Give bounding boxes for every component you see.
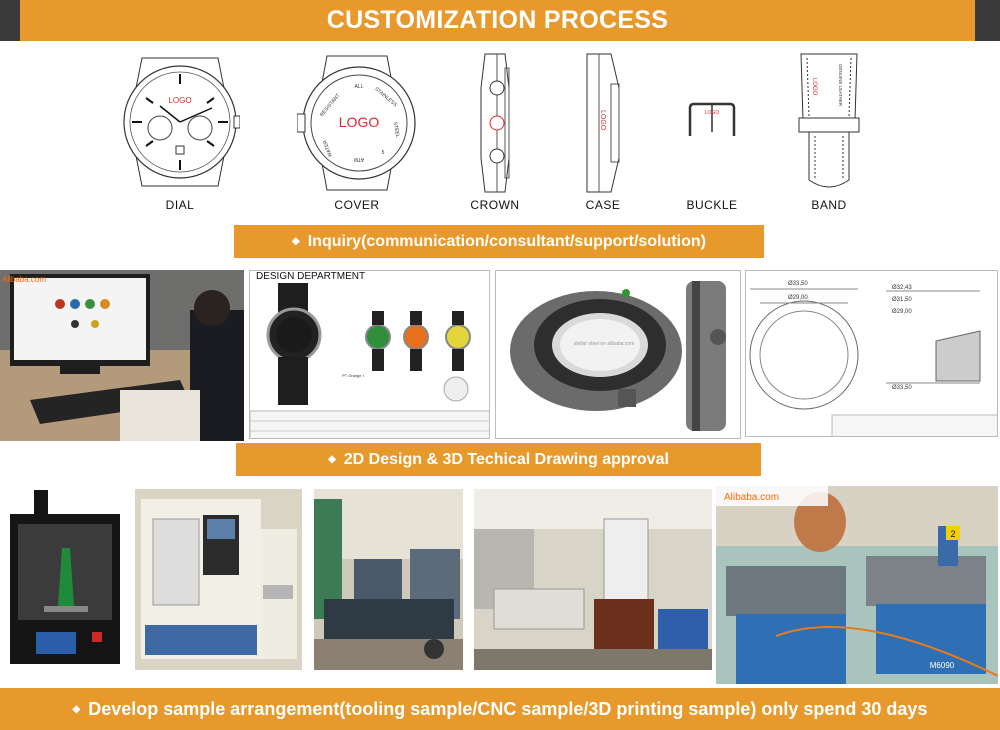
part-label-buckle: BUCKLE: [686, 198, 738, 212]
part-case: LOGO CASE: [543, 48, 663, 218]
svg-text:LOGO: LOGO: [705, 110, 720, 116]
part-crown: CROWN: [435, 48, 555, 218]
office-photo: Alibaba.com: [0, 270, 244, 441]
diamond-bullet-icon: ◆: [292, 236, 300, 247]
part-label-case: CASE: [585, 198, 621, 212]
svg-text:PT Orange I: PT Orange I: [342, 373, 364, 378]
svg-text:STEEL: STEEL: [392, 122, 401, 139]
svg-text:GENUINE LEATHER: GENUINE LEATHER: [838, 64, 843, 107]
svg-text:Ø31,50: Ø31,50: [892, 297, 912, 303]
svg-text:WATER: WATER: [322, 139, 334, 158]
svg-text:LOGO: LOGO: [168, 96, 191, 105]
watch-dial-drawing-icon: LOGO: [123, 57, 240, 187]
part-dial: LOGO DIAL: [120, 48, 240, 218]
case-3d-render-photo: stellar steel on alibaba.com: [495, 270, 741, 439]
diamond-bullet-icon: ◆: [72, 703, 81, 715]
watch-band-drawing-icon: LOGO GENUINE LEATHER: [798, 53, 860, 188]
workshop-photo-2: [474, 489, 712, 670]
part-label-band: BAND: [811, 198, 847, 212]
part-buckle: LOGO BUCKLE: [652, 48, 772, 218]
part-label-dial: DIAL: [165, 198, 195, 212]
watch-caseback-drawing-icon: LOGO ALL STAINLESS STEEL 5 ATM WATER RES…: [297, 55, 416, 191]
svg-text:M6090: M6090: [930, 661, 955, 670]
svg-text:5: 5: [382, 150, 385, 156]
svg-text:Ø29,00: Ø29,00: [892, 309, 912, 315]
technical-drawing-photo: Ø33,50 Ø29,00 Ø32,43 Ø31,50 Ø29,00 Ø33,5…: [745, 270, 998, 437]
step-design-banner: ◆ 2D Design & 3D Techical Drawing approv…: [236, 443, 761, 476]
svg-text:stellar steel on alibaba.com: stellar steel on alibaba.com: [574, 341, 635, 347]
watch-crown-side-drawing-icon: [480, 53, 510, 193]
workshop-photo-1: [314, 489, 463, 670]
svg-text:ATM: ATM: [354, 156, 364, 162]
part-cover: LOGO ALL STAINLESS STEEL 5 ATM WATER RES…: [297, 48, 417, 218]
part-label-crown: CROWN: [470, 198, 520, 212]
svg-text:Ø33,50: Ø33,50: [892, 385, 912, 391]
strap-buckle-drawing-icon: LOGO: [688, 102, 736, 136]
part-band: LOGO GENUINE LEATHER BAND: [769, 48, 889, 218]
step-design-label: 2D Design & 3D Techical Drawing approval: [343, 450, 669, 468]
3d-printer-photo: [6, 488, 124, 668]
design-sheet-photo: DESIGN DEPARTMENT PT Orange I: [249, 270, 490, 439]
svg-text:DESIGN DEPARTMENT: DESIGN DEPARTMENT: [256, 271, 365, 282]
step-develop-label: Develop sample arrangement(tooling sampl…: [88, 698, 928, 719]
cnc-machines-photo: 2 M6090 Alibaba.com: [716, 486, 998, 684]
svg-text:Ø29,00: Ø29,00: [788, 295, 808, 301]
diamond-bullet-icon: ◆: [328, 454, 336, 465]
cnc-machine-photo: [135, 489, 302, 670]
svg-text:Ø32,43: Ø32,43: [892, 285, 912, 291]
part-label-cover: COVER: [334, 198, 380, 212]
svg-text:LOGO: LOGO: [811, 78, 817, 96]
svg-text:Ø33,50: Ø33,50: [788, 281, 808, 287]
svg-text:2: 2: [950, 529, 955, 539]
svg-text:Alibaba.com: Alibaba.com: [724, 492, 779, 503]
watch-case-side-drawing-icon: LOGO: [586, 53, 620, 193]
page-title: CUSTOMIZATION PROCESS: [20, 0, 975, 41]
svg-text:LOGO: LOGO: [339, 114, 380, 130]
svg-text:LOGO: LOGO: [599, 110, 606, 131]
svg-text:ALL: ALL: [355, 84, 364, 90]
step-develop-banner: ◆ Develop sample arrangement(tooling sam…: [0, 688, 1000, 730]
step-inquiry-banner: ◆ Inquiry(communication/consultant/suppo…: [234, 225, 764, 258]
step-inquiry-label: Inquiry(communication/consultant/support…: [307, 232, 706, 250]
svg-text:Alibaba.com: Alibaba.com: [2, 275, 46, 284]
